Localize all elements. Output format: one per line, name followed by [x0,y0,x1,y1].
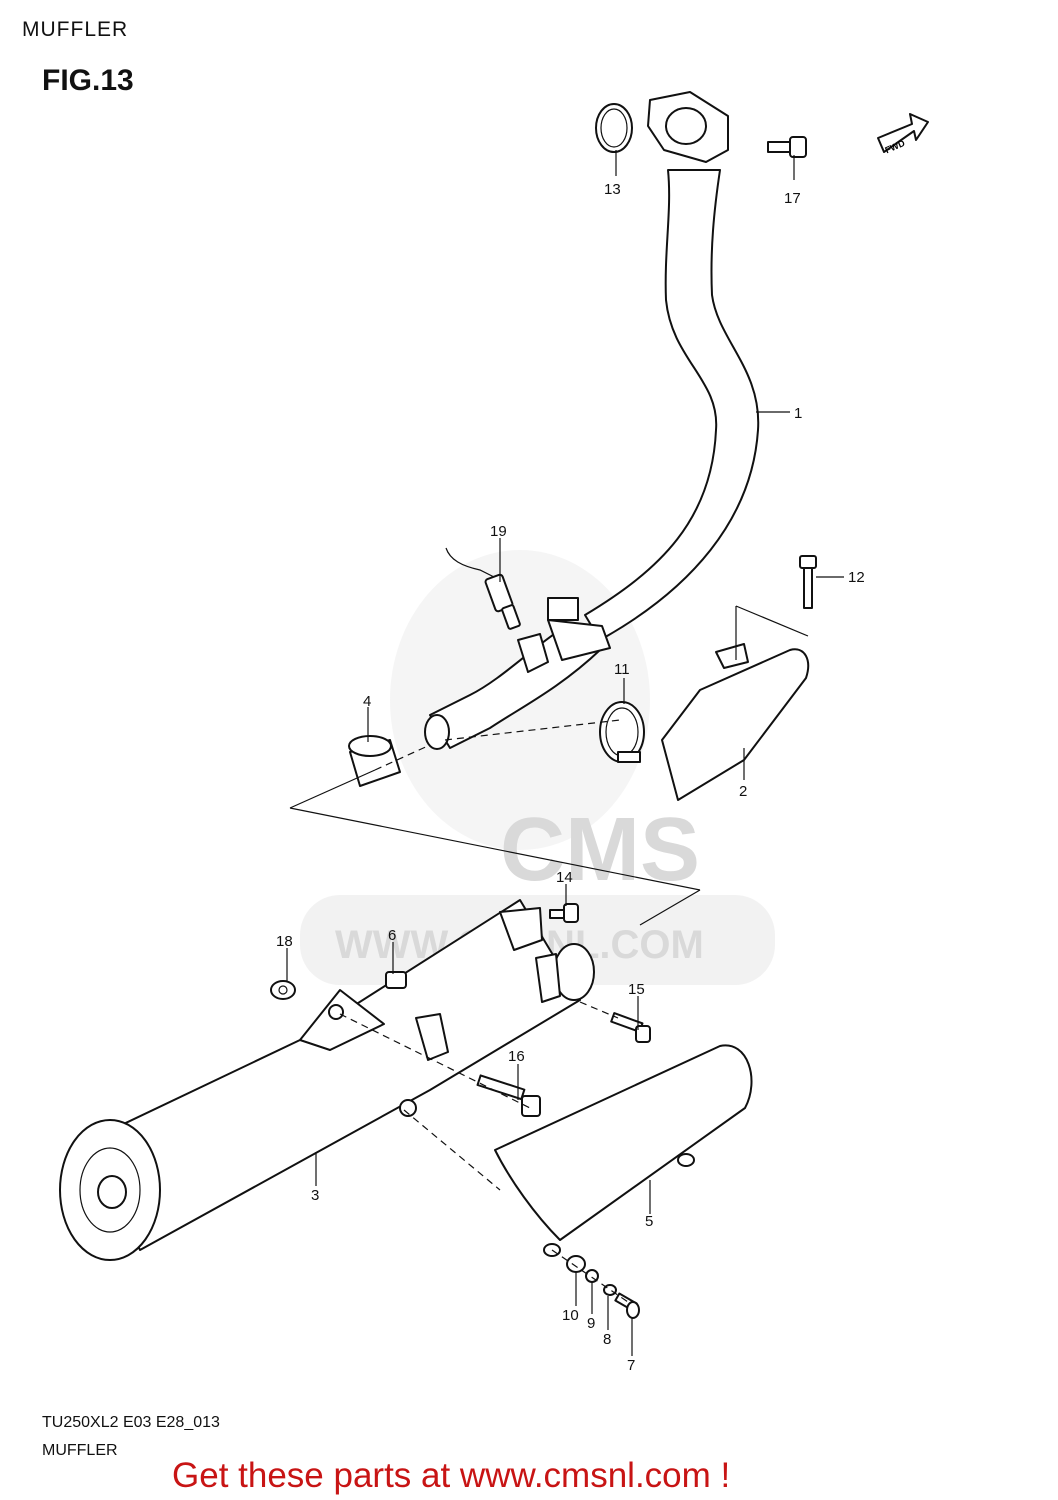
callout-19: 19 [490,523,507,540]
callout-16: 16 [508,1048,525,1065]
watermark-brand: CMS [500,800,700,900]
clamp-bolt [549,903,579,923]
muffler-bolt-short [610,1012,651,1043]
pipe-heat-shield [661,643,810,801]
callout-17: 17 [784,190,801,207]
callout-13: 13 [604,181,621,198]
exhaust-gasket [595,103,633,153]
heat-shield-screw [614,1292,640,1319]
callout-3: 3 [311,1187,319,1204]
callout-15: 15 [628,981,645,998]
hose-clamp [599,701,645,763]
muffler-heat-shield [494,1044,753,1257]
callout-10: 10 [562,1307,579,1324]
callout-leaders [286,150,844,1356]
callout-4: 4 [363,693,371,710]
figure-title: FIG.13 [42,64,134,97]
promo-link[interactable]: Get these parts at www.cmsnl.com ! [172,1456,731,1495]
footer-section: MUFFLER [42,1442,118,1459]
callout-1: 1 [794,405,802,422]
pipe-collar [348,735,401,787]
callout-2: 2 [739,783,747,800]
grommet [566,1255,586,1273]
muffler-body [59,899,595,1261]
callout-5: 5 [645,1213,653,1230]
section-heading: MUFFLER [22,18,129,41]
callout-14: 14 [556,869,573,886]
model-code: TU250XL2 E03 E28_013 [42,1414,220,1431]
forward-direction-icon: FWD [877,113,929,155]
muffler-nut [270,980,296,1000]
callout-11: 11 [614,661,630,678]
oxygen-sensor [445,547,521,630]
callout-6: 6 [388,927,396,944]
flange-bolt [767,136,807,158]
heat-shield-bolt [799,555,817,609]
assembly-guide-lines [289,605,809,1303]
callout-8: 8 [603,1331,611,1348]
callout-7: 7 [627,1357,635,1374]
callout-9: 9 [587,1315,595,1332]
callout-18: 18 [276,933,293,950]
muffler-bolt-long [476,1074,541,1117]
callout-12: 12 [848,569,865,586]
exhaust-pipe [424,91,760,750]
rubber-cushion [385,971,407,989]
callout-numbers: 13 17 1 19 12 4 11 2 14 18 6 15 16 3 5 1… [276,181,865,1374]
